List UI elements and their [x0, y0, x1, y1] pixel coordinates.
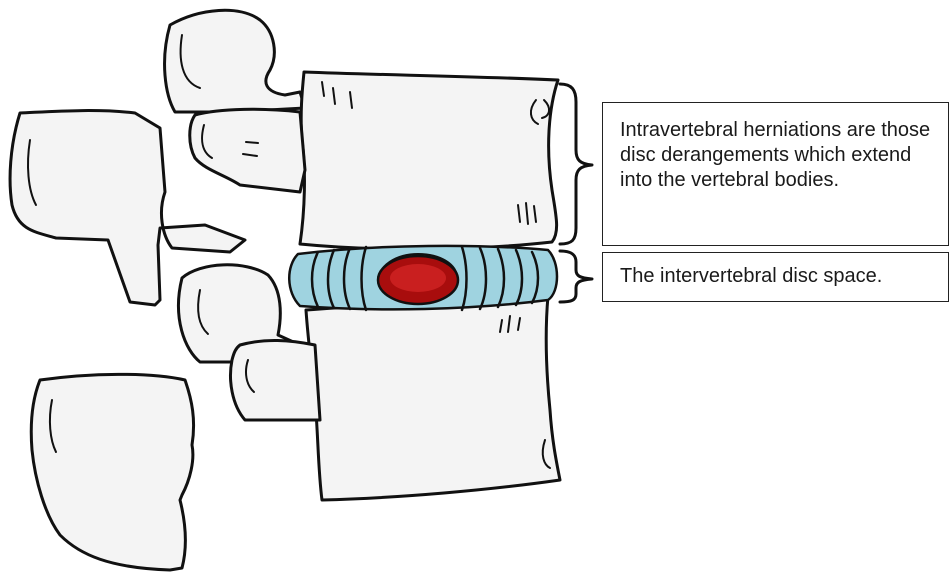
upper-pedicle [190, 109, 305, 192]
lower-vertebra [31, 265, 560, 570]
lower-transverse-process [31, 374, 193, 570]
intervertebral-disc [289, 246, 557, 310]
disc-space-callout: The intervertebral disc space. [602, 252, 949, 302]
disc-space-brace-icon [560, 251, 592, 302]
intravertebral-herniation-callout: Intravertebral herniations are those dis… [602, 102, 949, 246]
upper-superior-articular-process [165, 10, 305, 112]
brace-icon [560, 84, 592, 302]
lower-vertebral-body [306, 296, 560, 500]
vertebral-body-brace-icon [560, 84, 592, 244]
lower-pedicle [231, 340, 320, 420]
